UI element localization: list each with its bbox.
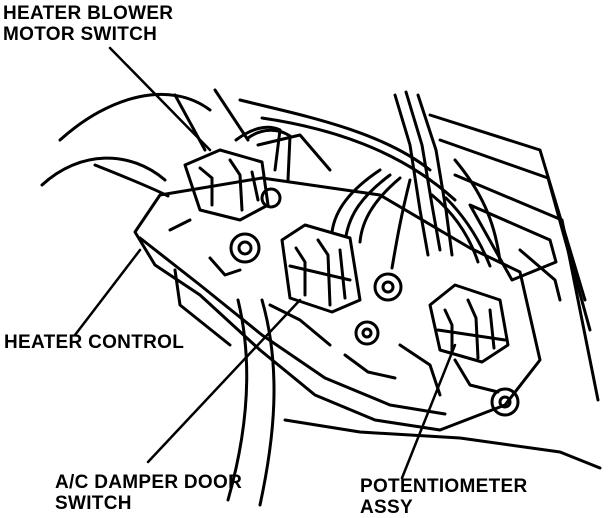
leader-potentiometer <box>400 343 457 480</box>
potentiometer-connector <box>428 283 510 364</box>
leader-blower-switch <box>108 46 212 152</box>
label-line: HEATER CONTROL <box>4 332 185 353</box>
damper-switch-connector <box>280 223 362 314</box>
label-line: MOTOR SWITCH <box>3 24 158 45</box>
label-potentiometer-assy: POTENTIOMETER ASSY <box>360 476 528 518</box>
leader-heater-control <box>73 248 142 337</box>
label-ac-damper-door-switch: A/C DAMPER DOOR SWITCH <box>55 472 242 514</box>
leader-damper-switch <box>146 298 302 464</box>
control-knobs <box>229 187 520 417</box>
label-line: HEATER BLOWER <box>3 3 174 24</box>
label-line: A/C DAMPER DOOR <box>55 472 243 493</box>
leader-lines <box>73 46 457 480</box>
dashboard-panel <box>40 88 602 507</box>
label-line: POTENTIOMETER <box>360 476 528 497</box>
label-heater-blower-motor-switch: HEATER BLOWER MOTOR SWITCH <box>3 3 173 45</box>
heater-control-body <box>133 176 542 432</box>
label-line: SWITCH <box>55 493 132 514</box>
label-line: ASSY <box>360 497 413 518</box>
label-heater-control: HEATER CONTROL <box>4 332 184 353</box>
